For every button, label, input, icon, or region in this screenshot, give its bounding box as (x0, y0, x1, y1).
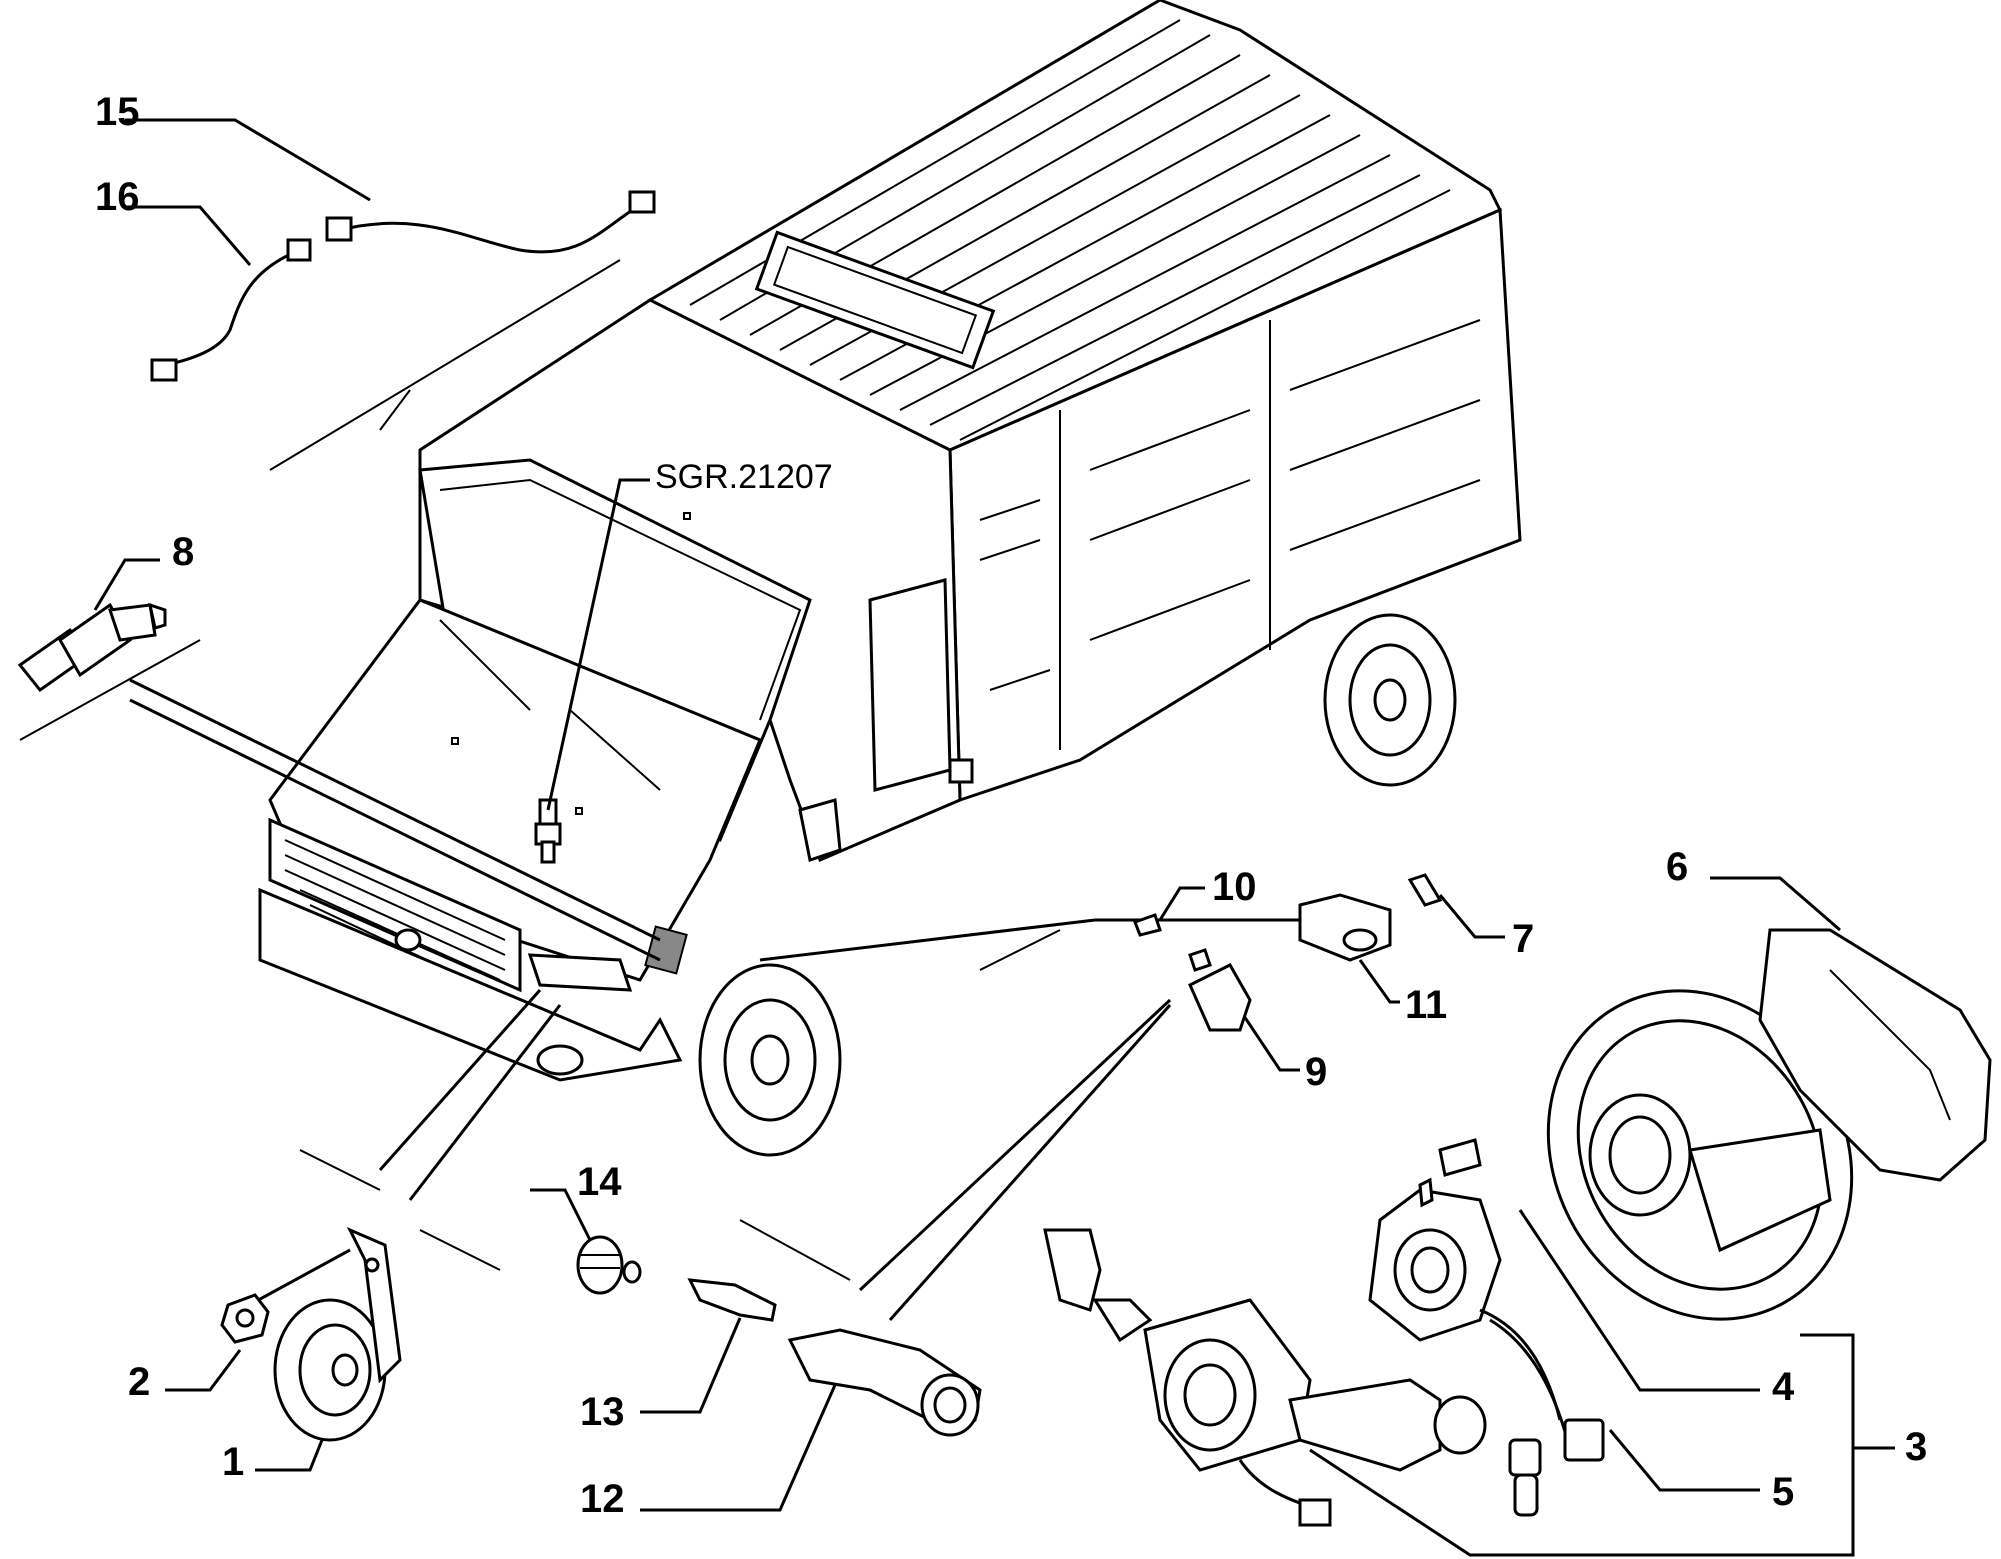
bulb-10 (1133, 913, 1162, 937)
horn-1 (273, 1227, 402, 1442)
reference-code: SGR.21207 (655, 458, 833, 496)
wiring-harness-16 (150, 238, 312, 382)
steering-wheel (1546, 989, 1854, 1321)
callout-4: 4 (1772, 1365, 1795, 1409)
callout-labels: 15 16 8 SGR.21207 10 6 7 11 9 14 13 12 2… (95, 90, 1927, 1521)
callout-7: 7 (1512, 917, 1534, 961)
van-illustration (258, 0, 1522, 1157)
bulb-7 (1407, 873, 1443, 907)
lamp-11 (1298, 893, 1392, 962)
connector-5 (1508, 1418, 1605, 1517)
side-lamp-9 (1188, 948, 1252, 1032)
view-frame-lines (19, 259, 1061, 1281)
clip-13 (687, 1278, 777, 1322)
callout-13: 13 (580, 1390, 625, 1434)
wiring-harness-15 (325, 190, 656, 254)
airbag-cover-6 (1758, 928, 1992, 1182)
callout-9: 9 (1305, 1050, 1327, 1094)
callout-11: 11 (1405, 983, 1447, 1027)
sensor-8 (17, 602, 167, 693)
callout-15: 15 (95, 90, 140, 134)
callout-5: 5 (1772, 1470, 1794, 1514)
callout-1: 1 (222, 1440, 244, 1484)
callout-8: 8 (172, 530, 194, 574)
socket-12 (787, 1328, 982, 1437)
callout-12: 12 (580, 1477, 625, 1521)
callout-16: 16 (95, 175, 140, 219)
callout-14: 14 (577, 1160, 622, 1204)
grommet-14 (576, 1235, 642, 1295)
callout-2: 2 (128, 1360, 150, 1404)
callout-6: 6 (1666, 845, 1688, 889)
callout-10: 10 (1212, 865, 1257, 909)
nut-2 (220, 1293, 270, 1344)
callout-3: 3 (1905, 1425, 1927, 1469)
combination-switch-3 (1043, 1228, 1487, 1527)
